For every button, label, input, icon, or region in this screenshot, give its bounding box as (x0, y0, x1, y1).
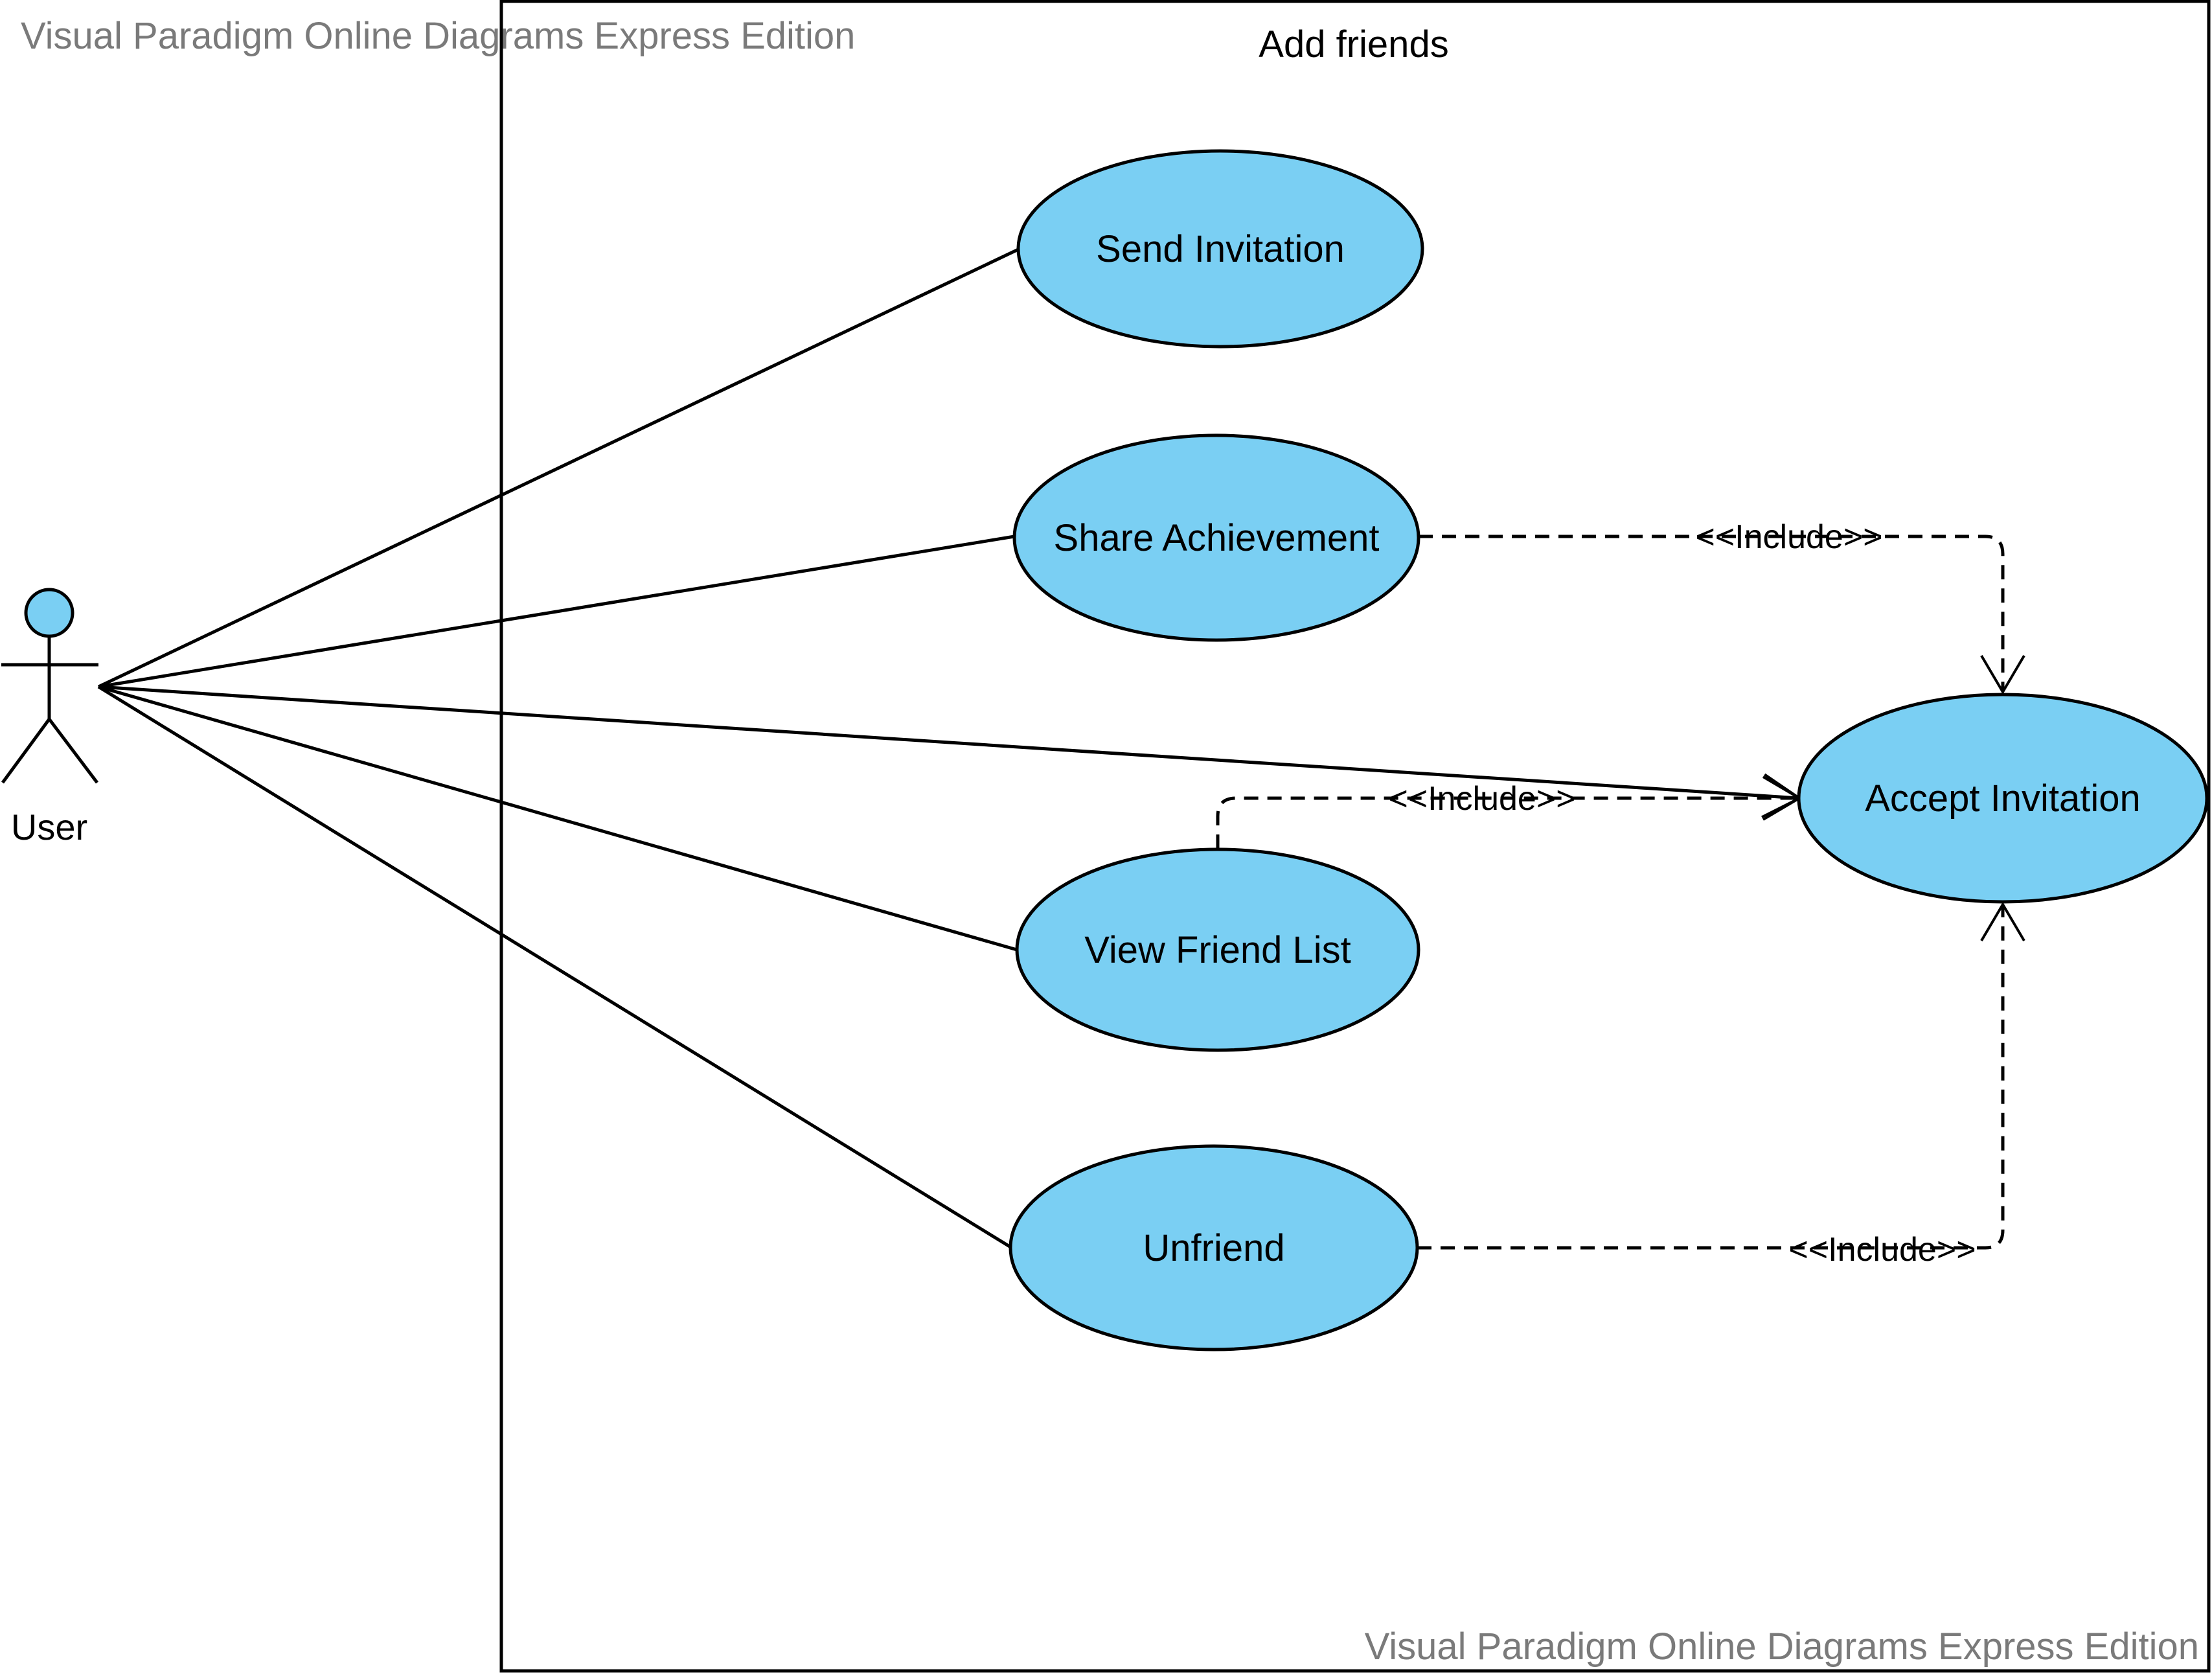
use-case-unfriend[interactable]: Unfriend (1009, 1144, 1419, 1351)
system-boundary (499, 0, 2211, 1673)
use-case-label: Accept Invitation (1865, 777, 2141, 820)
use-case-label: Send Invitation (1096, 228, 1345, 270)
use-case-send-invitation[interactable]: Send Invitation (1016, 149, 1424, 349)
watermark-top: Visual Paradigm Online Diagrams Express … (21, 15, 856, 57)
association-send-invitation (97, 247, 1020, 689)
actor-label: User (11, 807, 87, 847)
use-case-label: Share Achievement (1054, 517, 1380, 559)
actor-head (24, 588, 74, 638)
use-case-accept-invitation[interactable]: Accept Invitation (1797, 693, 2209, 904)
use-case-view-friend-list[interactable]: View Friend List (1015, 847, 1420, 1052)
associations (97, 247, 1799, 1250)
include-unfriend (1417, 904, 2003, 1250)
use-case-label: View Friend List (1084, 929, 1351, 971)
actor-left-leg (1, 718, 51, 784)
use-case-label: Unfriend (1143, 1227, 1284, 1269)
actor-user[interactable] (1, 588, 98, 784)
include-label-view-friend-list: <<Include>> (1388, 780, 1575, 818)
association-unfriend (97, 685, 1013, 1250)
include-dependencies (1216, 534, 2003, 1250)
include-view-friend-list (1216, 798, 1799, 849)
include-share-achievement (1419, 534, 2003, 692)
actor-right-leg (48, 718, 98, 784)
association-share-achievement (98, 534, 1015, 689)
include-label-unfriend: <<Include>> (1788, 1231, 1976, 1269)
association-accept-invitation (98, 685, 1799, 798)
use-case-share-achievement[interactable]: Share Achievement (1012, 433, 1420, 642)
watermark-bottom: Visual Paradigm Online Diagrams Express … (1364, 1626, 2199, 1668)
include-label-share-achievement: <<Include>> (1695, 518, 1882, 556)
system-title: Add friends (1259, 23, 1448, 65)
association-view-friend-list (98, 685, 1018, 952)
